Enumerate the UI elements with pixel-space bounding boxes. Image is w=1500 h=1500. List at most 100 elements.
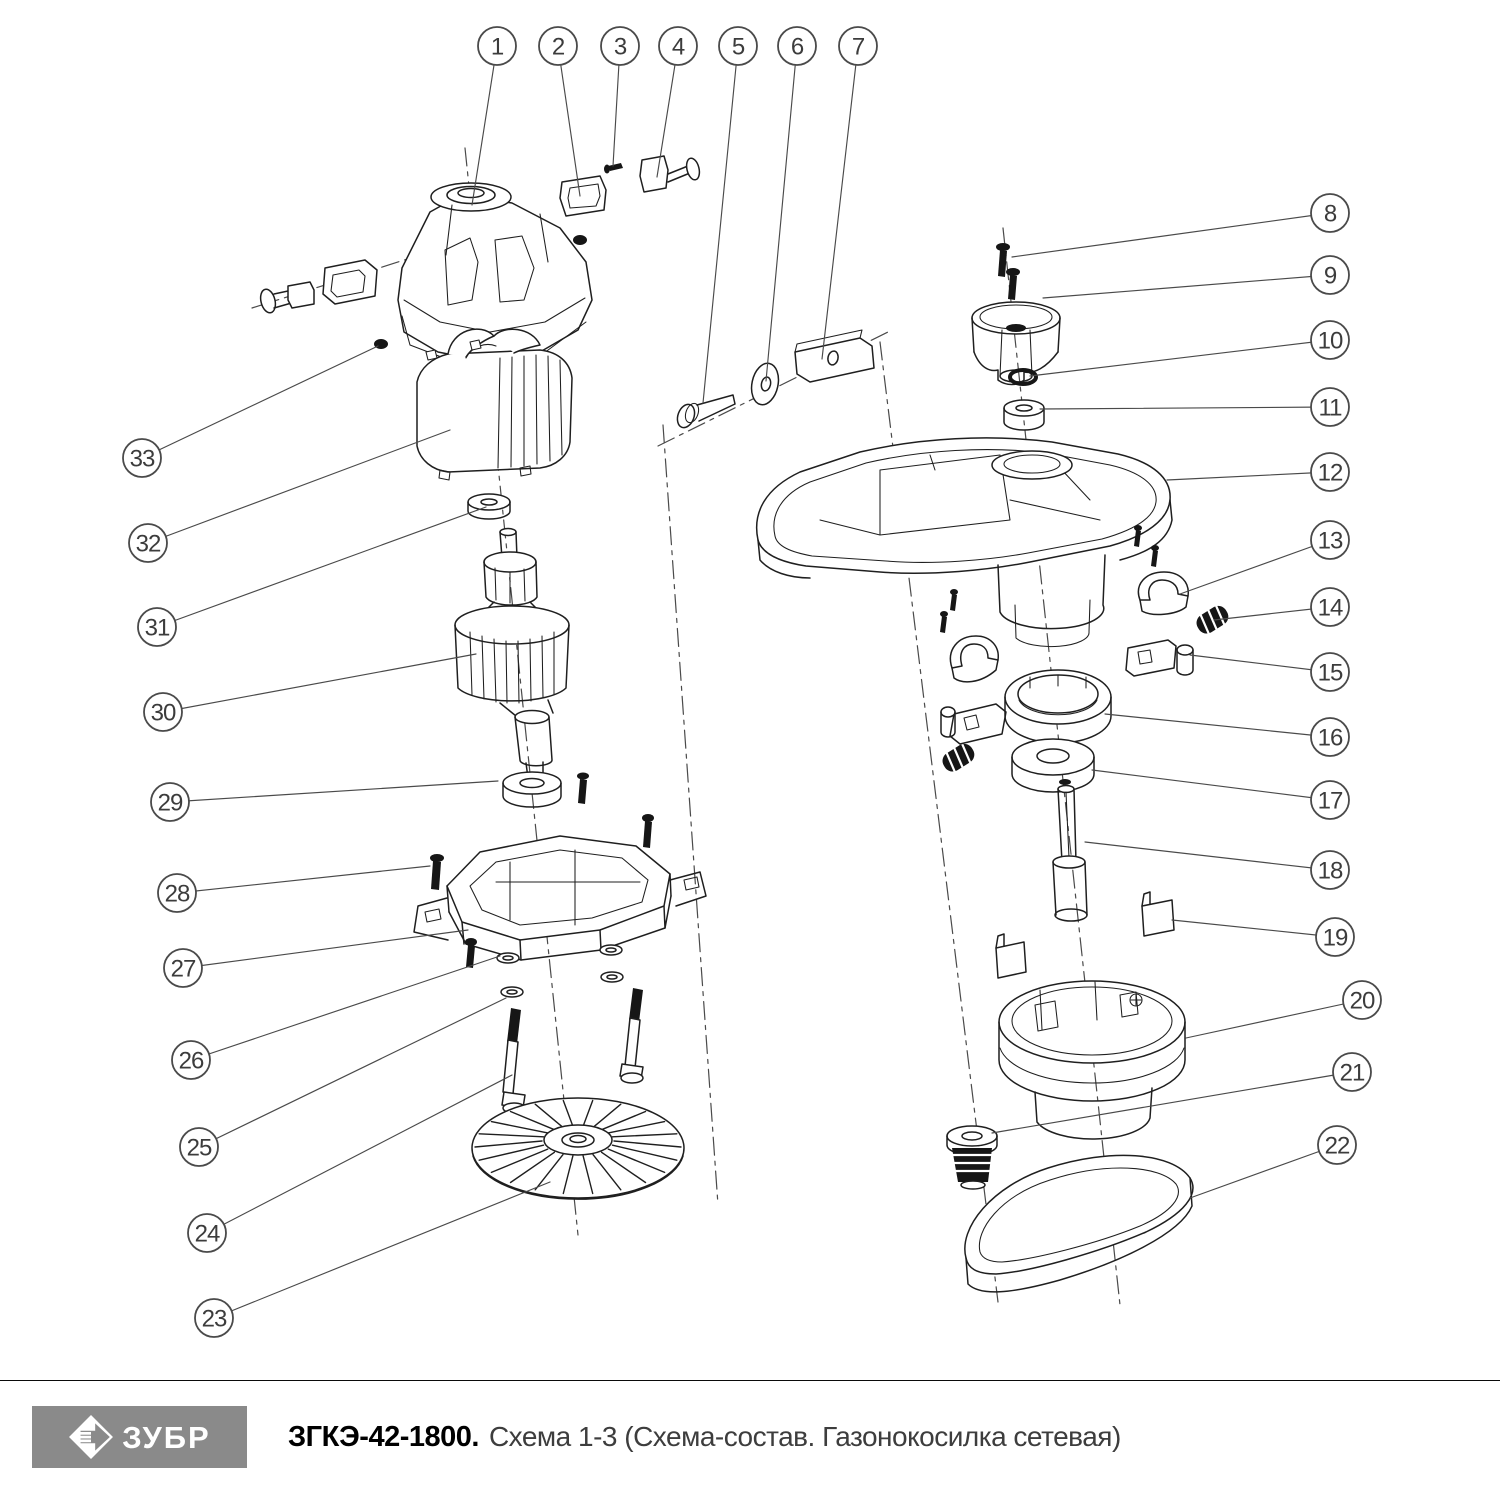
- leader-line-24: [206, 1074, 513, 1234]
- leader-line-2: [557, 45, 581, 197]
- callout-circle-32: [128, 523, 168, 563]
- model-number: ЗГКЭ-42-1800.: [288, 1420, 479, 1453]
- callout-8: 8: [1011, 193, 1350, 258]
- part-16-ring: [1004, 669, 1112, 744]
- part-1-motor-cover: [397, 182, 593, 369]
- leader-line-26: [190, 955, 501, 1061]
- callout-30: 30: [143, 653, 477, 732]
- fan-fin: [600, 1151, 647, 1184]
- callout-number-8: 8: [1324, 201, 1337, 228]
- leader-line-16: [1104, 713, 1331, 738]
- callout-circle-5: [718, 26, 758, 66]
- callout-number-22: 22: [1325, 1133, 1350, 1160]
- callout-number-23: 23: [202, 1306, 227, 1333]
- callout-3: 3: [600, 26, 640, 167]
- callout-circle-24: [187, 1213, 227, 1253]
- callout-2: 2: [538, 26, 581, 197]
- callout-circle-12: [1310, 452, 1350, 492]
- part-32-stator: [416, 328, 573, 481]
- schema-title: Схема 1-3 (Схема-состав. Газонокосилка с…: [488, 1421, 1121, 1452]
- fan-fin: [474, 1140, 543, 1148]
- callout-circle-19: [1315, 917, 1355, 957]
- callout-29: 29: [150, 780, 499, 822]
- callout-4: 4: [656, 26, 698, 178]
- brand-arrow-icon: [80, 1423, 111, 1451]
- leader-line-21: [991, 1071, 1353, 1134]
- part-2-brush-cap: [559, 175, 607, 245]
- fan-fin: [478, 1133, 545, 1138]
- callout-circle-14: [1310, 587, 1350, 627]
- callout-circle-26: [171, 1040, 211, 1080]
- callout-23: 23: [194, 1181, 551, 1338]
- callout-19: 19: [1171, 917, 1355, 957]
- part-13-blade-clamps: [949, 571, 1189, 683]
- part-19-plates: [995, 891, 1175, 979]
- callout-28: 28: [157, 865, 431, 913]
- leader-line-18: [1084, 841, 1331, 871]
- part-6-washer: [750, 362, 780, 406]
- leader-line-30: [162, 653, 477, 713]
- callout-20: 20: [1185, 980, 1382, 1039]
- part-25-washers: [496, 944, 624, 998]
- callout-number-10: 10: [1318, 328, 1343, 355]
- brand-name: ЗУБР: [122, 1419, 211, 1455]
- callout-number-11: 11: [1319, 395, 1343, 422]
- callout-number-30: 30: [151, 700, 176, 727]
- callout-number-25: 25: [187, 1135, 212, 1162]
- callout-number-21: 21: [1340, 1060, 1365, 1087]
- fan-fin: [490, 1120, 549, 1134]
- leader-line-23: [213, 1181, 551, 1319]
- callout-10: 10: [1029, 320, 1350, 377]
- callout-number-17: 17: [1318, 788, 1343, 815]
- callout-16: 16: [1104, 713, 1350, 757]
- callout-18: 18: [1084, 841, 1350, 890]
- part-29-bearing: [502, 771, 562, 808]
- brand-diamond-icon: [69, 1415, 114, 1459]
- callout-circle-2: [538, 26, 578, 66]
- callout-1: 1: [471, 26, 517, 206]
- leader-line-22: [1189, 1144, 1338, 1199]
- leader-line-28: [176, 865, 431, 894]
- part-17-bearing: [1011, 738, 1095, 793]
- callout-circle-33: [122, 438, 162, 478]
- fan-fin: [562, 1099, 574, 1127]
- part-9-knob: [971, 268, 1061, 386]
- callout-circle-27: [163, 948, 203, 988]
- callout-circle-29: [150, 782, 190, 822]
- callout-number-6: 6: [791, 34, 804, 61]
- leader-line-8: [1011, 212, 1331, 258]
- callout-11: 11: [1039, 387, 1350, 427]
- part-22-belt: [964, 1154, 1194, 1293]
- fan-fin: [611, 1144, 678, 1161]
- part-11-bearing: [1003, 399, 1045, 431]
- part-15-levers: [940, 639, 1194, 745]
- leader-line-33: [141, 345, 379, 459]
- callout-circle-25: [179, 1127, 219, 1167]
- callout-circle-30: [143, 692, 183, 732]
- part-14-springs: [942, 604, 1229, 773]
- callout-number-5: 5: [732, 34, 745, 61]
- callout-circle-17: [1310, 780, 1350, 820]
- fan-fin: [613, 1140, 682, 1148]
- leader-line-31: [156, 506, 487, 628]
- fan-fin: [607, 1148, 666, 1174]
- fan-fin: [534, 1103, 564, 1129]
- callout-circle-18: [1310, 850, 1350, 890]
- fan-fin: [592, 1153, 622, 1191]
- callout-circle-15: [1310, 652, 1350, 692]
- fan-fin: [582, 1099, 594, 1127]
- leader-line-20: [1185, 999, 1363, 1039]
- fan-fin: [509, 1110, 556, 1131]
- part-20-blade-holder: [998, 980, 1186, 1140]
- callout-5: 5: [702, 26, 758, 404]
- callout-number-29: 29: [158, 790, 183, 817]
- callout-number-7: 7: [852, 34, 865, 61]
- callout-31: 31: [137, 506, 487, 647]
- callout-number-13: 13: [1318, 528, 1343, 555]
- part-26-screw: [465, 938, 477, 968]
- callout-33: 33: [122, 345, 379, 478]
- callout-circle-9: [1310, 255, 1350, 295]
- callout-circle-1: [477, 26, 517, 66]
- callout-6: 6: [765, 26, 817, 382]
- part-12-deck-housing: [756, 437, 1173, 648]
